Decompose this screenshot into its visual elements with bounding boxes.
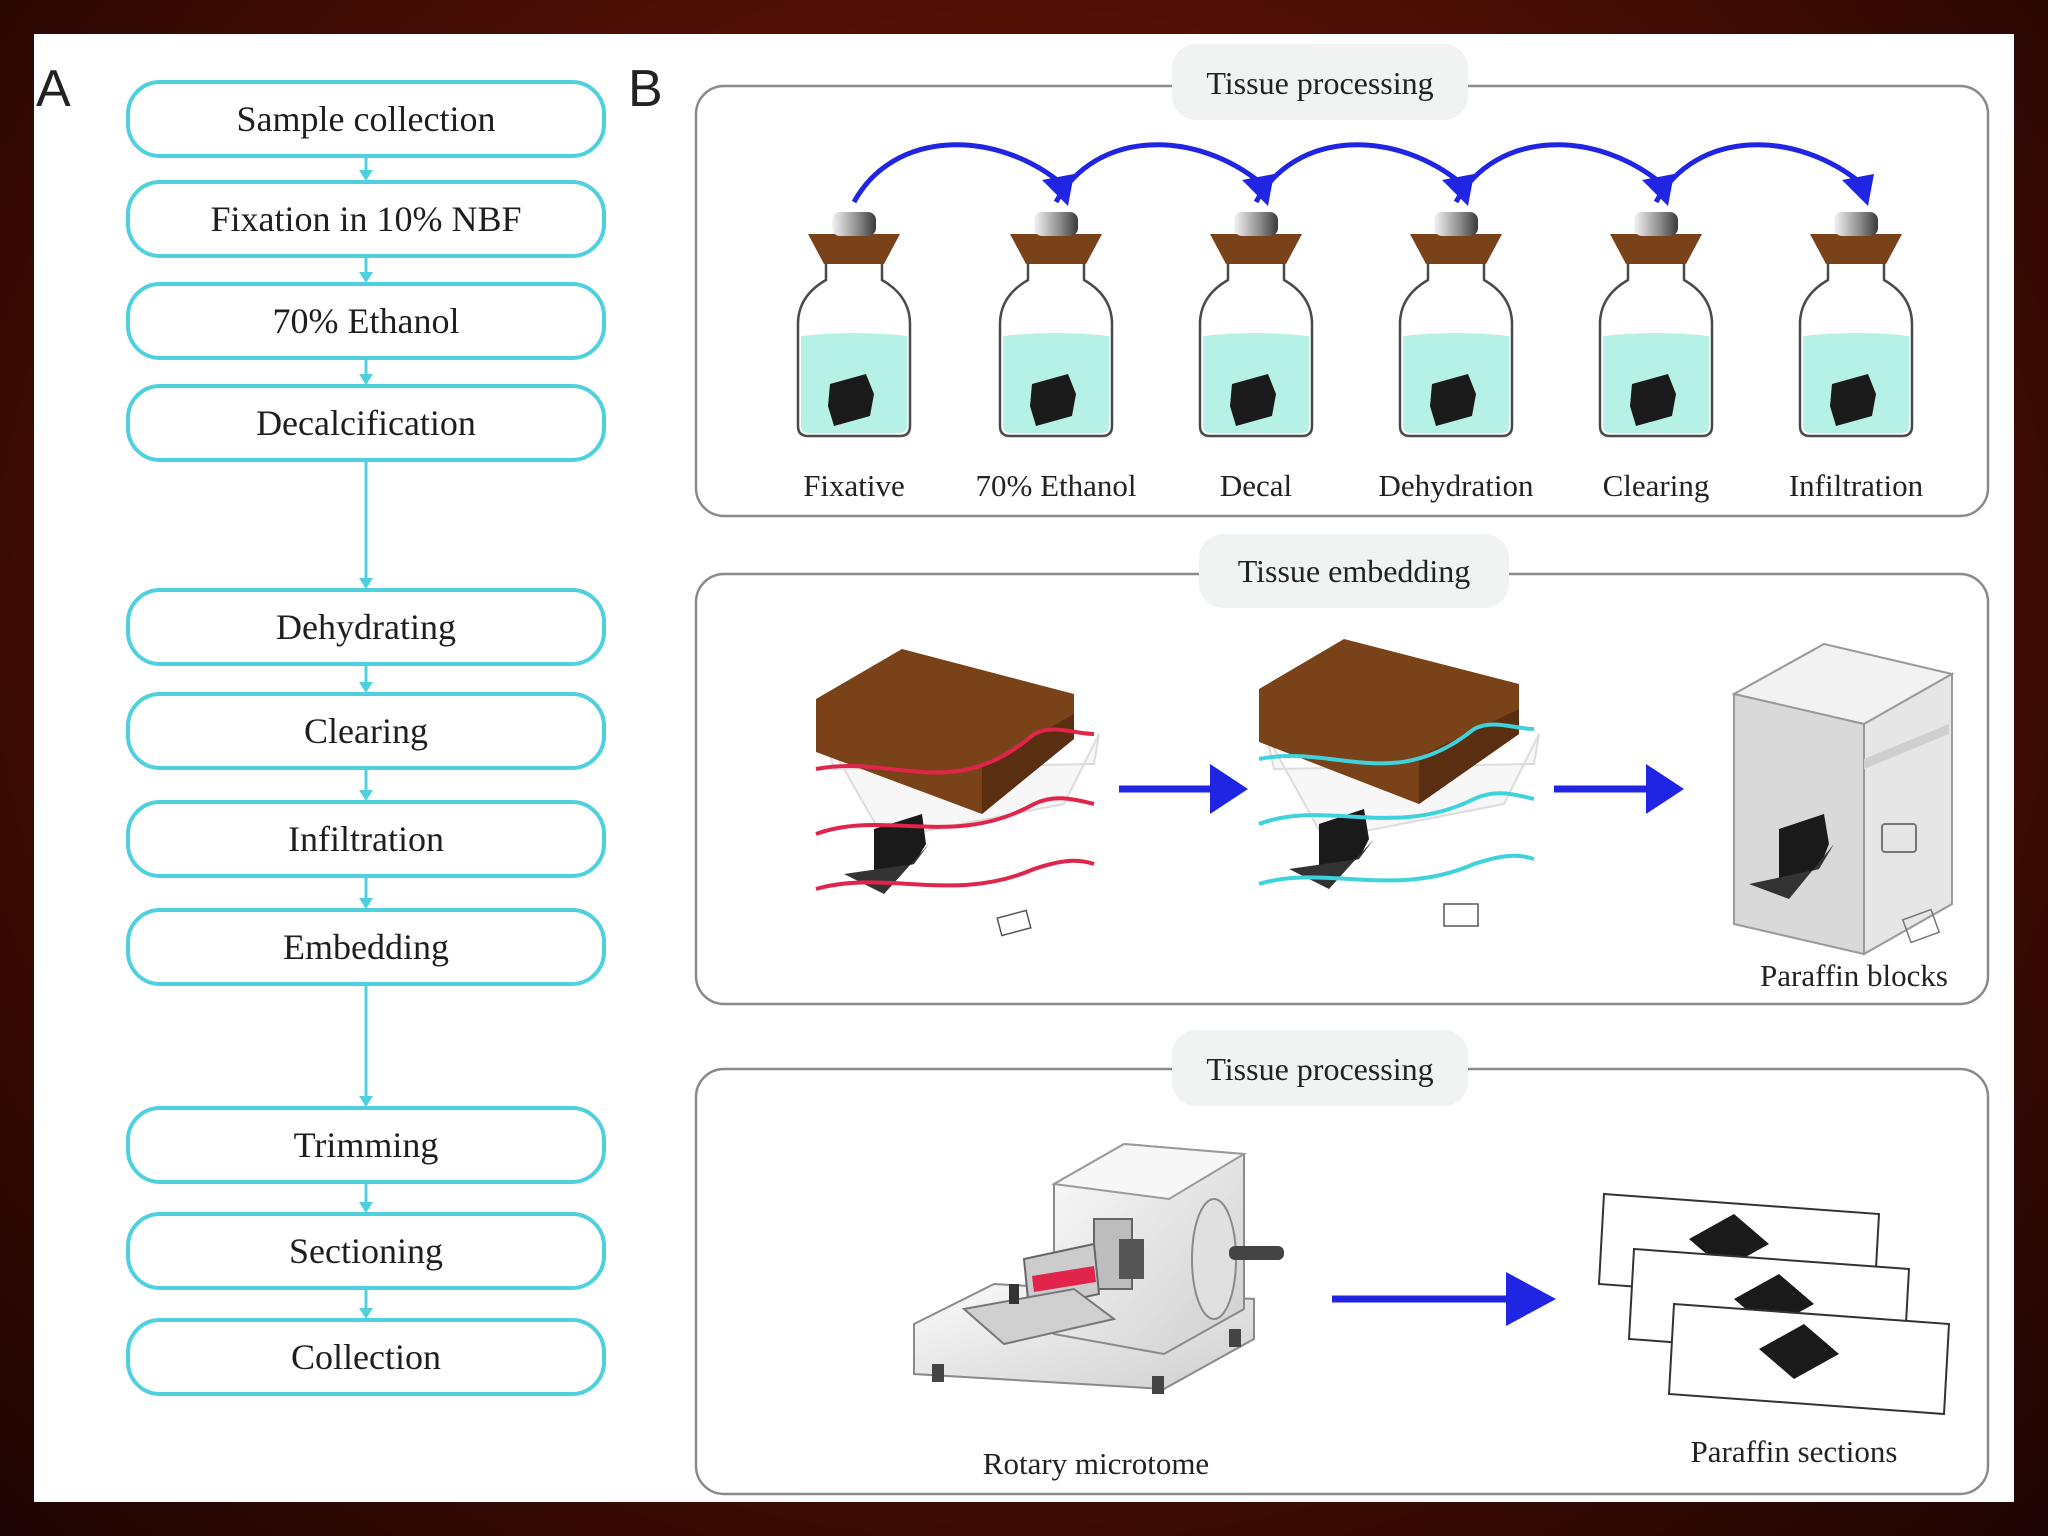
panel-b-label: B xyxy=(628,60,663,118)
flow-step-label: Dehydrating xyxy=(276,607,456,647)
panel-a-label: A xyxy=(36,60,71,118)
flow-step-label: Sample collection xyxy=(237,99,496,139)
bottle-icon xyxy=(1398,212,1514,438)
flow-connector xyxy=(359,256,373,283)
flow-step-label: Clearing xyxy=(304,711,428,751)
bottle-label: 70% Ethanol xyxy=(976,468,1137,503)
arrow-right xyxy=(1332,1272,1556,1326)
embedding-mold-icon xyxy=(1258,639,1540,927)
transfer-arc-arrow xyxy=(1053,142,1274,206)
processing-section: Tissue processing Fixative 70% Ethanol Dec… xyxy=(694,44,1990,518)
bottle-label: Dehydration xyxy=(1379,468,1534,503)
flow-connector xyxy=(359,1288,373,1319)
flow-connector xyxy=(359,664,373,693)
sectioning-title-bg xyxy=(1172,1030,1468,1106)
flow-connector xyxy=(359,768,373,801)
flow-step: Clearing xyxy=(126,692,606,770)
flow-step: Infiltration xyxy=(126,800,606,878)
paraffin-block-cabinet-icon xyxy=(1731,642,1955,956)
rotary-microtome-icon xyxy=(913,1142,1284,1394)
flow-step-label: Trimming xyxy=(294,1125,439,1165)
flow-step-box xyxy=(126,1318,606,1396)
flow-step-label: Decalcification xyxy=(256,403,476,443)
flow-step: Sample collection xyxy=(126,80,606,158)
rotary-microtome-label: Rotary microtome xyxy=(983,1446,1209,1481)
flow-step: Sectioning xyxy=(126,1212,606,1290)
flow-step: Decalcification xyxy=(126,384,606,462)
flow-connector xyxy=(359,156,373,181)
transfer-arc-arrow xyxy=(1253,142,1474,206)
embedding-mold-icon xyxy=(815,649,1100,937)
flow-step: Embedding xyxy=(126,908,606,986)
transfer-arc-arrow xyxy=(1453,142,1674,206)
transfer-arc-arrow xyxy=(1653,142,1874,206)
flow-connector xyxy=(359,984,373,1107)
paraffin-blocks-label: Paraffin blocks xyxy=(1760,958,1948,993)
flow-connector xyxy=(359,876,373,909)
embedding-section: Tissue embedding xyxy=(694,534,1990,1006)
flow-step-label: Embedding xyxy=(283,927,449,967)
flow-step-label: Sectioning xyxy=(289,1231,443,1271)
flow-step-label: Collection xyxy=(291,1337,441,1377)
paraffin-sections-label: Paraffin sections xyxy=(1691,1434,1898,1469)
bottle-icon xyxy=(1198,212,1314,438)
bottle-icon xyxy=(796,212,912,438)
flow-step-label: Fixation in 10% NBF xyxy=(210,199,521,239)
bottle-icon xyxy=(1598,212,1714,438)
bottle-label: Fixative xyxy=(803,468,905,503)
arrow-right xyxy=(1554,764,1684,814)
transfer-arrows xyxy=(851,142,1874,206)
flow-step: Collection xyxy=(126,1318,606,1396)
flow-step-label: Infiltration xyxy=(288,819,444,859)
bottle-label: Clearing xyxy=(1603,468,1710,503)
transfer-arc-arrow xyxy=(851,142,1074,206)
flow-step: 70% Ethanol xyxy=(126,282,606,360)
sectioning-section: Tissue processing Rotary microtome xyxy=(694,1030,1990,1496)
flow-connector xyxy=(359,1182,373,1213)
arrow-right xyxy=(1119,764,1248,814)
flow-step: Trimming xyxy=(126,1106,606,1184)
sectioning-title: Tissue processing xyxy=(1206,1051,1433,1087)
flow-step: Dehydrating xyxy=(126,588,606,666)
embedding-title-bg xyxy=(1199,534,1509,608)
bottle-icon xyxy=(998,212,1114,438)
processing-title: Tissue processing xyxy=(1206,65,1433,101)
bottle-row: Fixative 70% Ethanol Decal Dehydration Clear… xyxy=(796,212,1924,503)
flow-step: Fixation in 10% NBF xyxy=(126,180,606,258)
bottle-label: Decal xyxy=(1220,468,1292,503)
flow-step-label: 70% Ethanol xyxy=(273,301,460,341)
bottle-label: Infiltration xyxy=(1789,468,1924,503)
flow-connector xyxy=(359,460,373,589)
glass-slide-icon xyxy=(1667,1302,1951,1416)
processing-title-bg xyxy=(1172,44,1468,120)
bottle-icon xyxy=(1798,212,1914,438)
flow-connector xyxy=(359,358,373,385)
embedding-title: Tissue embedding xyxy=(1238,553,1471,589)
